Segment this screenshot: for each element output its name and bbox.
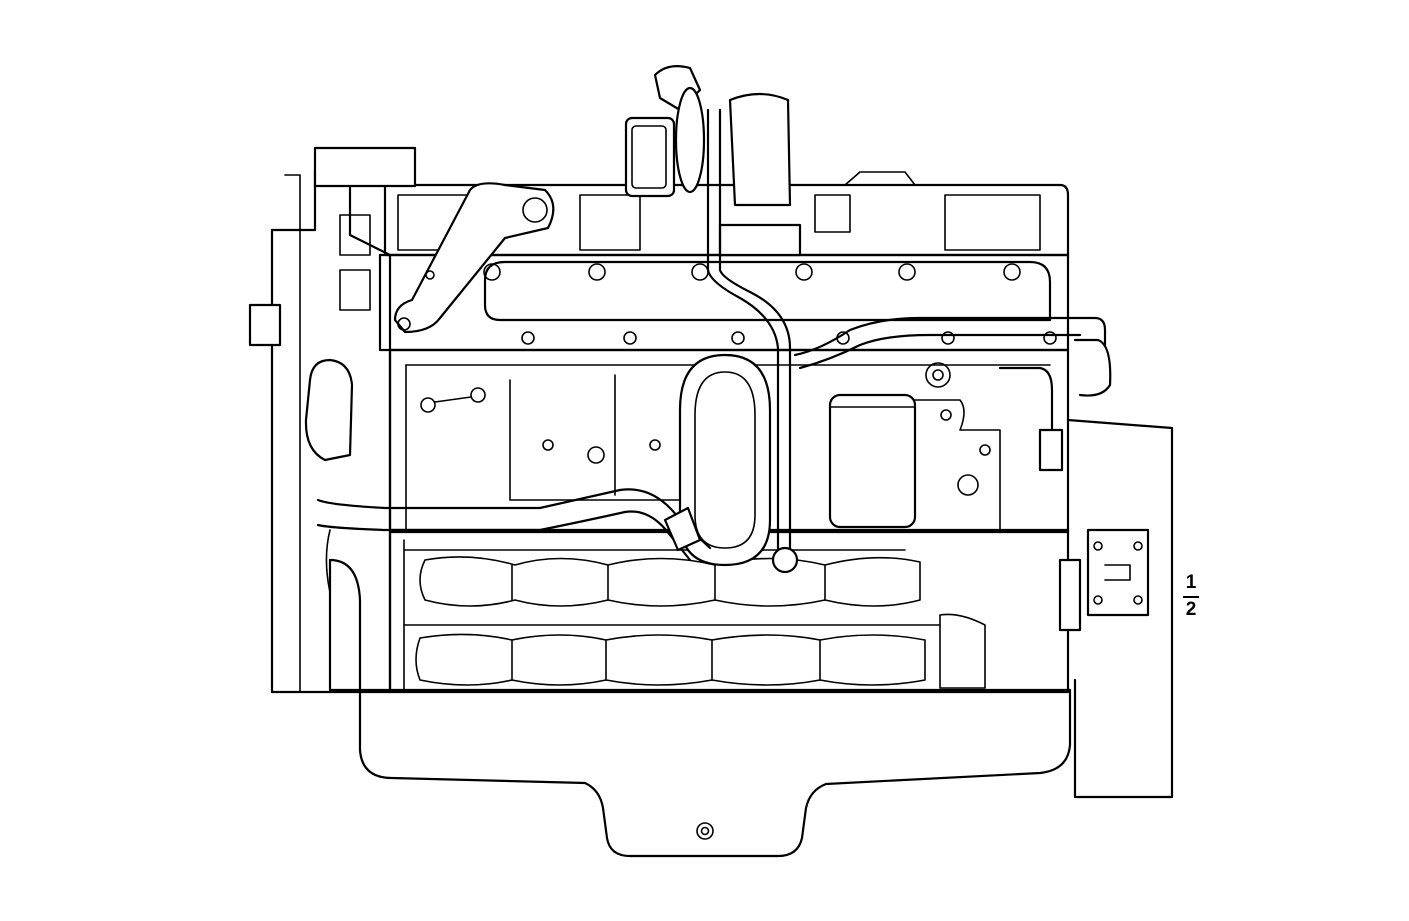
sensor-rod [434,396,472,403]
bracket-bolt-small [425,270,435,280]
filter-boss [957,474,979,496]
block-panel-1 [509,379,691,501]
alternator-top [313,146,417,188]
mount-hole [1093,541,1103,551]
manifold-bolt [898,263,916,281]
drain-fitting [771,546,799,574]
sensor-ball-2 [470,387,486,403]
manifold-bolt [588,263,606,281]
vibration-damper [328,558,362,692]
hose-clamp [663,506,702,552]
manifold-bolt [521,331,535,345]
turbo-housing-inner [631,125,667,189]
crankcase-lobes-lower [415,633,926,686]
bracket-bolt [397,317,411,331]
lower-hose [316,488,712,550]
oil-filter [828,393,917,529]
upper-radiator-hose [304,358,354,462]
turbo-oil-drain-pipe-inner [718,108,792,562]
filter-head [914,399,1001,531]
cover-panel-2 [579,194,641,251]
block-plug-1 [542,439,554,451]
oil-pan [358,688,1072,858]
manifold-bolt [1003,263,1021,281]
manifold-bolt [623,331,637,345]
lifting-bracket [393,182,555,334]
mount-slot [1104,564,1131,581]
turbocharger [624,65,802,257]
coolant-pipe-upper-inner [798,333,1082,370]
manifold-bolt [483,263,501,281]
block-plug-2 [649,439,661,451]
breather-cap [844,171,916,186]
sensor-ball [420,397,436,413]
mount-hole [1133,541,1143,551]
lower-hose-inner [316,510,692,562]
sensor-linkage [420,387,486,413]
timing-cover [270,168,392,694]
filter-port [925,362,951,388]
turbo-oil-drain-pipe [706,108,780,562]
turbo-exhaust-housing [728,92,792,207]
callout-numerator: 1 [1185,572,1197,593]
crankcase-lobes-upper [419,556,921,607]
manifold-bolt [795,263,813,281]
drain-plug [696,822,714,840]
callout-denominator: 2 [1185,599,1197,620]
rear-boss [939,613,986,689]
coolant-pipe-upper [793,316,1107,357]
rear-oil-line [998,366,1054,442]
cover-panel-3 [944,194,1041,251]
manifold-bolt [691,263,709,281]
lifting-eye [522,197,548,223]
alternator-mount [339,214,371,256]
filter-port-inner [932,369,944,381]
rear-fitting [1038,428,1064,472]
turbo-compressor [674,86,706,194]
manifold-bolt [1043,331,1057,345]
mount-hole [1133,595,1143,605]
engine-mount-bracket [1086,528,1150,617]
starter-nose [1058,558,1082,632]
inspection-cover-inner [694,371,756,549]
filter-bolt [979,444,991,456]
pulley-edge [284,174,301,693]
mount-hole [1093,595,1103,605]
pulley-hub [248,303,282,347]
breather-box [814,194,851,233]
filter-bolt-2 [940,409,952,421]
exhaust-manifold [483,260,1052,322]
turbo-flange [718,223,802,257]
manifold-bolt [731,331,745,345]
callout-fraction-bar [1183,596,1199,598]
inspection-cover [678,353,772,567]
rocker-cover [383,183,1070,257]
flywheel-housing [1066,418,1174,799]
block-plug-3 [587,446,605,464]
drain-plug-center [700,826,710,836]
breather-tube [1073,338,1112,397]
turbo-housing [624,116,676,198]
alternator-mount-2 [339,269,371,311]
manifold-bolt [941,331,955,345]
